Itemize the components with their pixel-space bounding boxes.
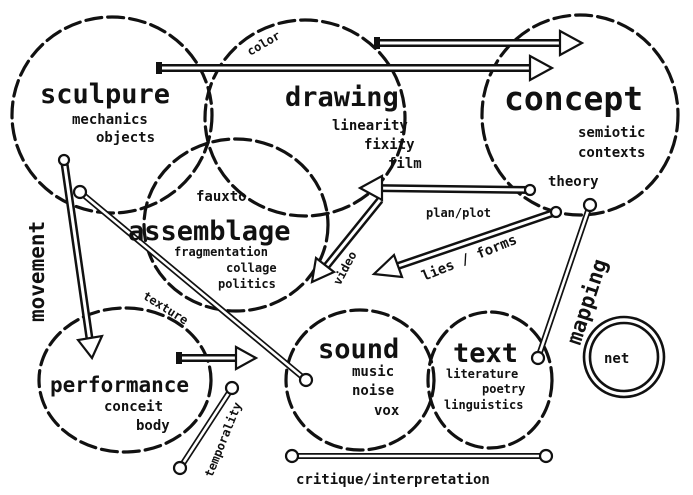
arrow-lies-forms — [371, 205, 563, 279]
node-assemblage-labels: assemblage fragmentation collage politic… — [128, 216, 291, 291]
dashed-circles — [10, 13, 680, 454]
label-color: color — [245, 28, 283, 58]
node-drawing-sub-2: fixity — [364, 137, 415, 153]
net-inner-ring — [588, 321, 660, 393]
node-concept-sub-1: semiotic — [578, 125, 645, 141]
node-sculpture-title: sculpure — [40, 79, 170, 110]
rods — [72, 184, 598, 476]
circle-text — [426, 310, 554, 450]
node-sound-sub-1: music — [352, 364, 394, 380]
node-sound-labels: sound music noise vox — [318, 334, 400, 419]
label-movement: movement — [25, 221, 49, 322]
rod-assemblage-sound — [72, 184, 314, 388]
arrow-plan-video — [310, 197, 384, 284]
node-assemblage-title: assemblage — [128, 216, 291, 247]
node-performance-title: performance — [50, 373, 189, 397]
rod-temporality — [172, 380, 240, 476]
node-drawing-sub-3: film — [388, 156, 422, 172]
node-sound-sub-2: noise — [352, 383, 394, 399]
node-drawing-labels: drawing linearity fixity film — [285, 82, 422, 172]
arrow-drawing-concept — [374, 29, 585, 57]
net-node — [582, 315, 666, 399]
node-performance-sub-2: body — [136, 418, 170, 434]
arrow-sculpture-concept — [156, 54, 555, 82]
rod-critique — [284, 448, 554, 464]
node-concept-sub-2: contexts — [578, 145, 645, 161]
node-assemblage-sub-3: politics — [218, 277, 276, 291]
label-temporality: temporality — [202, 400, 245, 479]
arrows — [57, 29, 585, 371]
circle-concept — [480, 13, 680, 217]
circle-sculpture — [10, 15, 214, 215]
node-text-labels: text literature poetry linguistics — [444, 338, 525, 412]
node-text-sub-3: linguistics — [444, 398, 523, 412]
node-drawing-title: drawing — [285, 82, 399, 113]
node-text-sub-1: literature — [446, 367, 518, 381]
arrow-performance-sound — [176, 345, 259, 371]
node-sound-sub-3: vox — [374, 403, 400, 419]
node-concept-title: concept — [504, 79, 643, 118]
arrow-movement — [57, 153, 104, 361]
label-plan-plot: plan/plot — [426, 206, 491, 220]
circle-performance — [37, 306, 213, 454]
circle-sound — [284, 308, 436, 452]
node-assemblage-sub-1: fragmentation — [174, 245, 268, 259]
rod-mapping — [530, 197, 598, 366]
label-critique: critique/interpretation — [296, 472, 490, 488]
node-text-title: text — [453, 338, 518, 369]
node-drawing-sub-1: linearity — [332, 118, 408, 134]
label-fauxto: fauxto — [196, 189, 247, 205]
node-assemblage-sub-2: collage — [226, 261, 277, 275]
node-concept-labels: concept semiotic contexts — [504, 79, 645, 161]
label-theory: theory — [548, 174, 599, 190]
node-text-sub-2: poetry — [482, 382, 525, 396]
label-texture: texture — [140, 289, 190, 328]
node-sculpture-labels: sculpure mechanics objects — [40, 79, 170, 146]
node-sculpture-sub-2: objects — [96, 130, 155, 146]
circle-drawing — [203, 18, 407, 218]
node-performance-sub-1: conceit — [104, 399, 163, 415]
net-outer-ring — [582, 315, 666, 399]
node-sculpture-sub-1: mechanics — [72, 112, 148, 128]
circle-assemblage — [142, 137, 330, 313]
node-performance-labels: performance conceit body — [50, 373, 189, 434]
arrow-theory-drawing — [357, 174, 537, 202]
node-net-title: net — [604, 351, 629, 367]
node-sound-title: sound — [318, 334, 399, 365]
